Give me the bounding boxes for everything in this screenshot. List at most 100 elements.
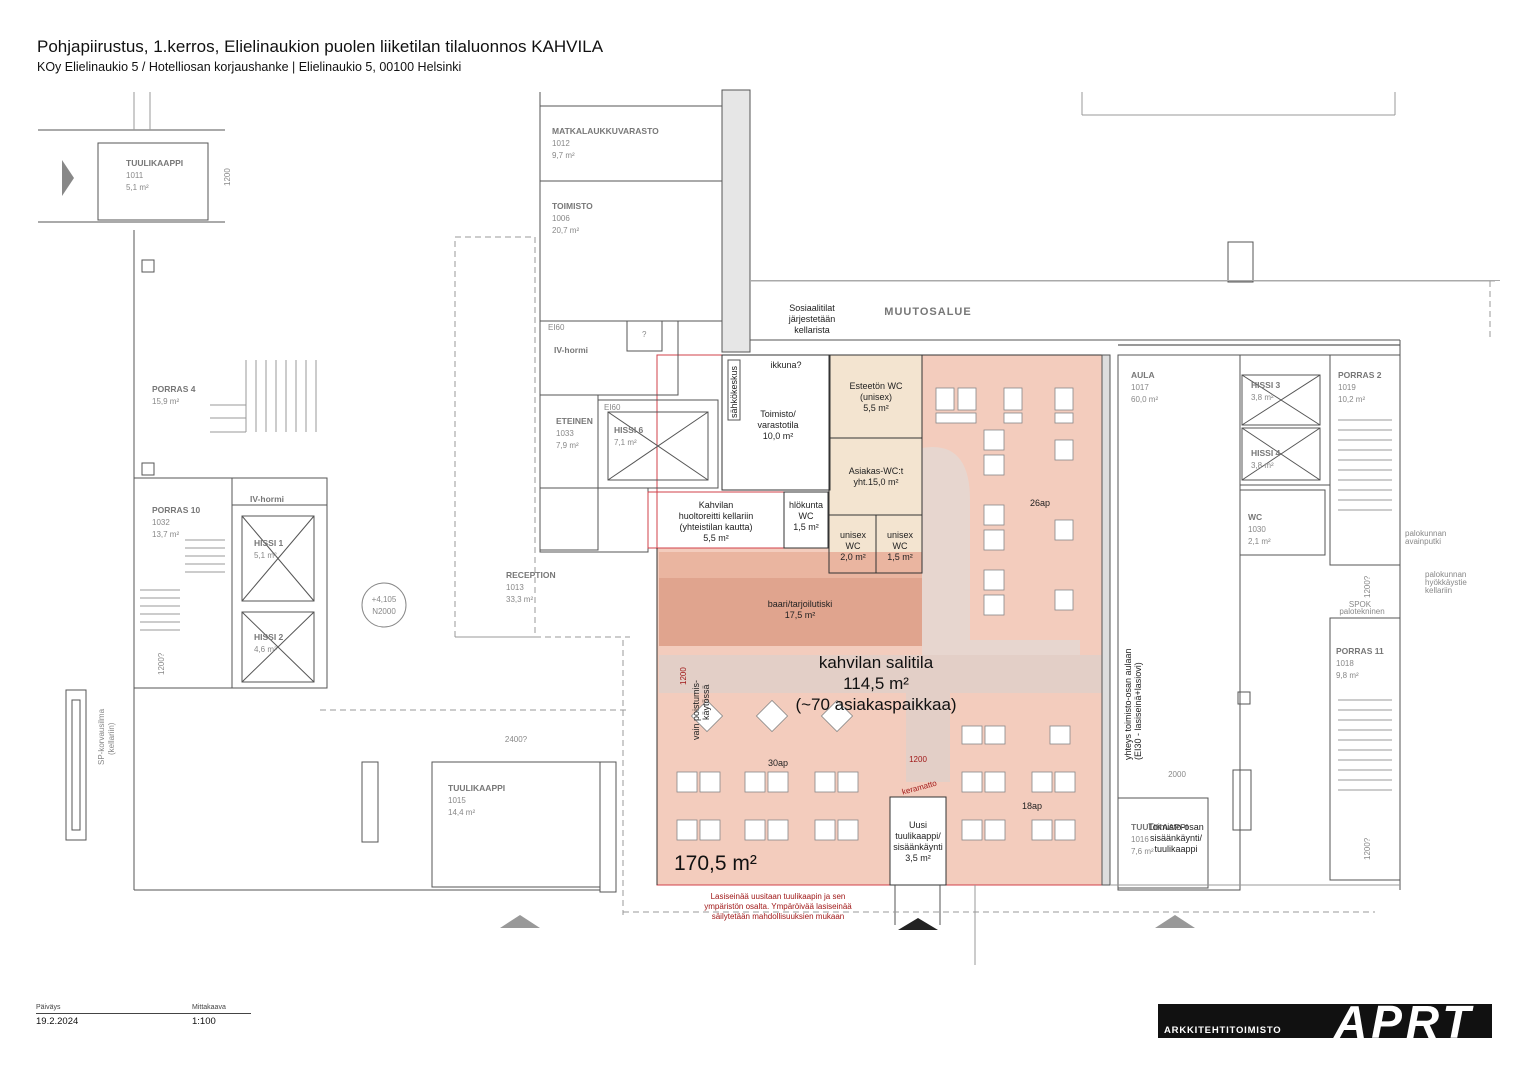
dim-1200q-right-a: 1200? [1363, 575, 1372, 598]
svg-text:2,0 m²: 2,0 m² [840, 552, 866, 562]
svg-text:17,5 m²: 17,5 m² [785, 610, 816, 620]
svg-text:9,8 m²: 9,8 m² [1336, 671, 1359, 680]
label-iv-hormi-left: IV-hormi [250, 494, 284, 504]
north-arrow-left-icon [62, 160, 74, 196]
label-salitila-seats: (~70 asiakaspaikkaa) [795, 695, 956, 714]
bar-top-strip [659, 552, 927, 578]
svg-text:ympäristön osalta. Ympäröivää: ympäristön osalta. Ympäröivää lasiseinää [704, 902, 852, 911]
label-ei60-top: EI60 [548, 323, 565, 332]
svg-text:huoltoreitti kellariin: huoltoreitti kellariin [679, 511, 754, 521]
dim-1200-top: 1200 [223, 168, 232, 186]
svg-text:käytössä: käytössä [701, 684, 711, 720]
svg-text:1006: 1006 [552, 214, 570, 223]
label-asiakas-wc: Asiakas-WC:t [849, 466, 904, 476]
misc-annotations: EI60 EI60 +4,105 N2000 2400? 2000 1200 1… [97, 168, 1467, 860]
svg-text:1030: 1030 [1248, 525, 1266, 534]
label-avainputki: palokunnan [1405, 529, 1446, 538]
label-matkalaukkuvarasto: MATKALAUKKUVARASTO [552, 126, 659, 136]
label-muutosalue: MUUTOSALUE [884, 306, 971, 318]
svg-text:1016: 1016 [1131, 835, 1149, 844]
svg-text:10,2 m²: 10,2 m² [1338, 395, 1365, 404]
svg-text:60,0 m²: 60,0 m² [1131, 395, 1158, 404]
dim-1200q-right-b: 1200? [1363, 837, 1372, 860]
label-spok: SPOK [1349, 600, 1372, 609]
svg-text:7,9 m²: 7,9 m² [556, 441, 579, 450]
svg-text:1017: 1017 [1131, 383, 1149, 392]
title-block: Päiväys 19.2.2024 Mittakaava 1:100 [36, 1003, 251, 1027]
label-eteinen: ETEINEN [556, 416, 593, 426]
office-name: ARKKITEHTITOIMISTO [1164, 1025, 1282, 1036]
label-total-area: 170,5 m² [674, 852, 757, 875]
scale-label: Mittakaava [192, 1004, 226, 1011]
label-reception: RECEPTION [506, 570, 556, 580]
label-question: ? [642, 330, 647, 339]
dim-1200-door: 1200 [679, 667, 688, 685]
svg-text:1,5 m²: 1,5 m² [887, 552, 913, 562]
label-uusi-tuulikaappi: Uusi [909, 820, 927, 830]
svg-text:palotekninen: palotekninen [1339, 607, 1384, 616]
note-lasiseina: Lasiseinää uusitaan tuulikaapin ja sen [711, 892, 846, 901]
svg-text:sisäänkäynti: sisäänkäynti [893, 842, 943, 852]
svg-text:7,6 m²: 7,6 m² [1131, 847, 1154, 856]
svg-text:WC: WC [893, 541, 908, 551]
label-hissi-1: HISSI 1 [254, 538, 284, 548]
svg-text:1019: 1019 [1338, 383, 1356, 392]
entrance-marker-icon-1 [500, 915, 540, 928]
svg-text:järjestetään: järjestetään [788, 314, 836, 324]
svg-text:1015: 1015 [448, 796, 466, 805]
muutosalue-line [750, 280, 1500, 281]
label-sahkokeskus: sähkökeskus [729, 365, 739, 418]
walkway-vertical [906, 692, 950, 782]
svg-text:WC: WC [799, 511, 814, 521]
svg-text:N2000: N2000 [372, 607, 396, 616]
label-toimisto-sisaankaynti: Toimisto-osan [1148, 822, 1204, 832]
label-sp-korvausilma: SP-korvausilma [97, 708, 106, 765]
label-hissi-2: HISSI 2 [254, 632, 284, 642]
svg-text:kellariin: kellariin [1425, 586, 1452, 595]
label-hissi-6: HISSI 6 [614, 425, 644, 435]
date-value: 19.2.2024 [36, 1016, 79, 1027]
svg-text:tuulikaappi/: tuulikaappi/ [895, 831, 941, 841]
dim-2000: 2000 [1168, 770, 1186, 779]
svg-text:(yhteistilan kautta): (yhteistilan kautta) [679, 522, 752, 532]
svg-text:1032: 1032 [152, 518, 170, 527]
svg-text:WC: WC [846, 541, 861, 551]
bar-fill [659, 578, 927, 646]
label-tuulikaappi-1015: TUULIKAAPPI [448, 783, 505, 793]
label-porras-11: PORRAS 11 [1336, 646, 1384, 656]
label-ei60-mid: EI60 [604, 403, 621, 412]
label-iv-hormi-top: IV-hormi [554, 345, 588, 355]
svg-text:1,5 m²: 1,5 m² [793, 522, 819, 532]
label-seats-18: 18ap [1022, 801, 1042, 811]
svg-text:(kellariin): (kellariin) [107, 722, 116, 755]
label-level: +4,105 [372, 595, 397, 604]
svg-text:1012: 1012 [552, 139, 570, 148]
dim-1200q-left: 1200? [157, 652, 166, 675]
label-tuulikaappi-1016: TUULIKAAPPI [1131, 822, 1188, 832]
svg-text:sisäänkäynti/: sisäänkäynti/ [1150, 833, 1203, 843]
dim-1200-entrance: 1200 [909, 755, 927, 764]
walkway-horizontal [659, 655, 1109, 693]
svg-text:1033: 1033 [556, 429, 574, 438]
label-hissi-4: HISSI 4 [1251, 448, 1281, 458]
svg-text:1018: 1018 [1336, 659, 1354, 668]
entrance-marker-icon-3 [1155, 915, 1195, 928]
label-hyokkaystie: palokunnan [1425, 570, 1466, 579]
label-porras-10: PORRAS 10 [152, 505, 200, 515]
svg-text:5,5 m²: 5,5 m² [703, 533, 729, 543]
svg-text:1011: 1011 [126, 171, 144, 180]
label-ikkuna: ikkuna? [770, 360, 801, 370]
date-label: Päiväys [36, 1004, 61, 1011]
label-hlokunta-wc: hlökunta [789, 500, 823, 510]
svg-text:9,7 m²: 9,7 m² [552, 151, 575, 160]
svg-text:5,5 m²: 5,5 m² [863, 403, 889, 413]
svg-text:5,1 m²: 5,1 m² [254, 551, 277, 560]
svg-text:hyökkäystie: hyökkäystie [1425, 578, 1467, 587]
label-huoltoreitti: Kahvilan [699, 500, 734, 510]
svg-text:2,1 m²: 2,1 m² [1248, 537, 1271, 546]
office-logo-text: APRT [1334, 996, 1475, 1048]
label-unisex-wc-a: unisex [840, 530, 867, 540]
svg-text:1013: 1013 [506, 583, 524, 592]
svg-text:33,3 m²: 33,3 m² [506, 595, 533, 604]
label-yhteys-toimisto: yhteys toimisto-osan aulaan [1123, 648, 1133, 760]
